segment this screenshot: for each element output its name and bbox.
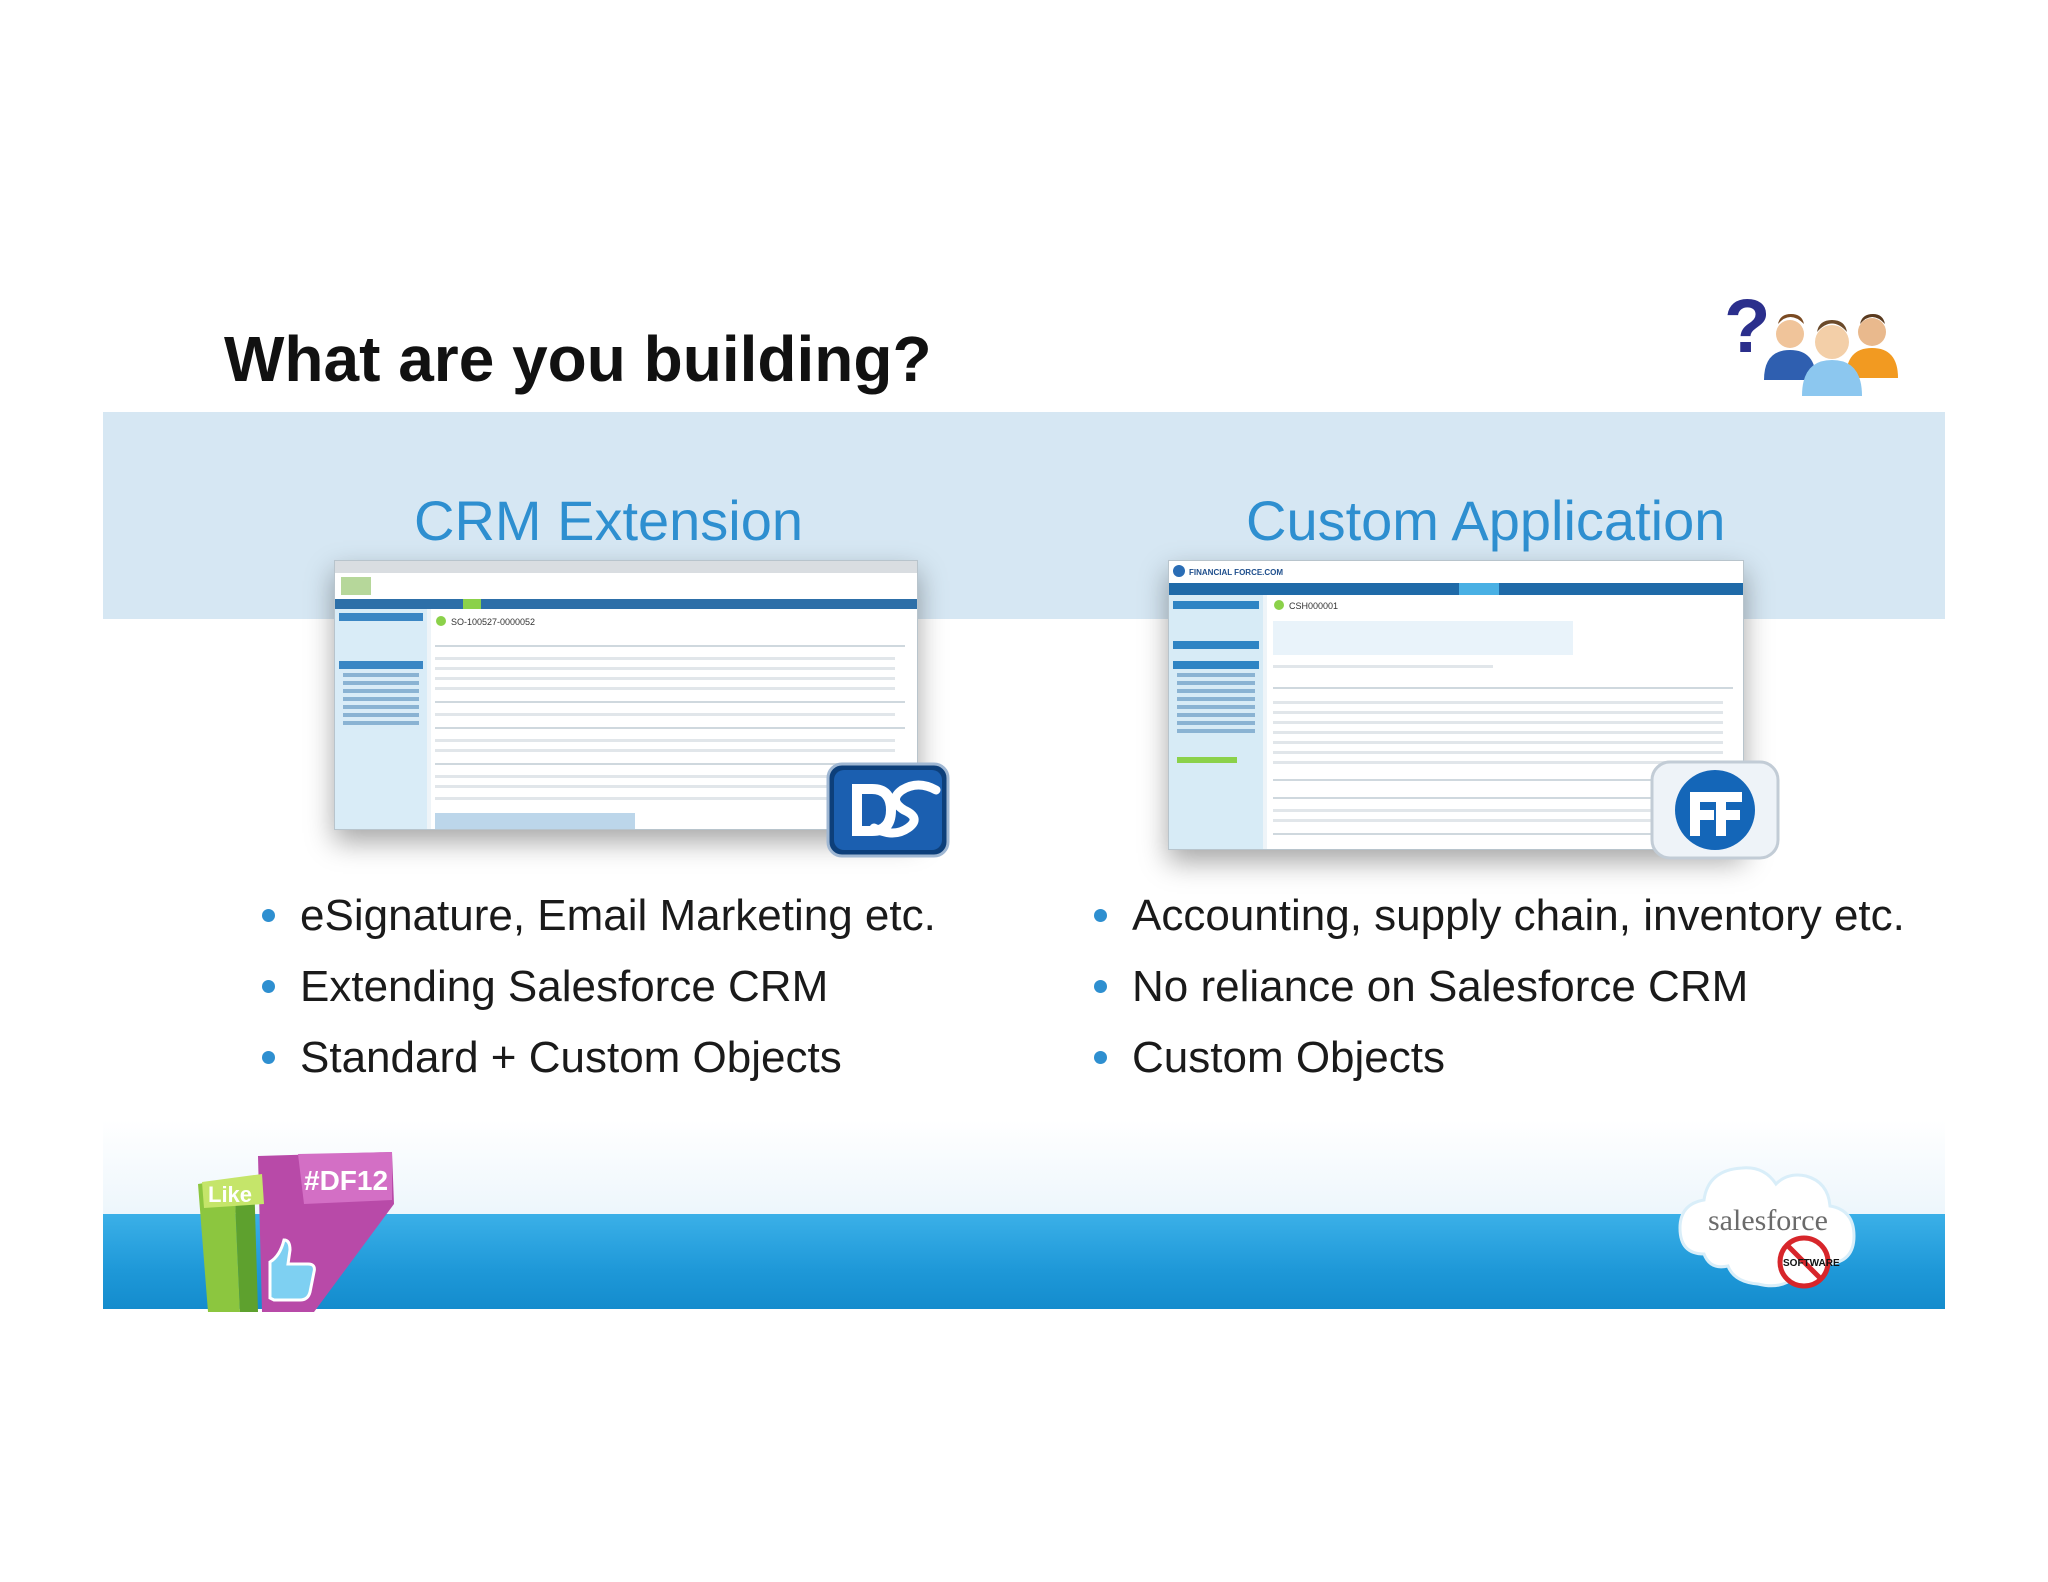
list-item: Standard + Custom Objects bbox=[262, 1022, 936, 1093]
bullet-dot bbox=[1094, 1051, 1107, 1064]
list-item: Custom Objects bbox=[1094, 1022, 1905, 1093]
bullet-dot bbox=[1094, 909, 1107, 922]
crm-extension-heading: CRM Extension bbox=[414, 489, 804, 552]
ff-brand-text: FINANCIAL FORCE.COM bbox=[1189, 568, 1283, 577]
crm-screenshot-mock: SO-100527-0000052 bbox=[335, 561, 917, 829]
financialforce-ff-badge-icon bbox=[1650, 760, 1780, 860]
bottom-band bbox=[103, 1214, 1945, 1309]
crm-extension-bullets: eSignature, Email Marketing etc. Extendi… bbox=[262, 880, 936, 1093]
bullet-text: Custom Objects bbox=[1132, 1033, 1445, 1082]
bullet-dot bbox=[262, 909, 275, 922]
bottom-band-fade bbox=[103, 1120, 1945, 1214]
svg-text:?: ? bbox=[1724, 288, 1770, 369]
crm-extension-screenshot: SO-100527-0000052 bbox=[334, 560, 918, 830]
df12-text: #DF12 bbox=[304, 1165, 388, 1196]
bullet-text: eSignature, Email Marketing etc. bbox=[300, 891, 936, 940]
people-question-icon: ? bbox=[1724, 288, 1898, 396]
list-item: eSignature, Email Marketing etc. bbox=[262, 880, 936, 951]
crm-record-id: SO-100527-0000052 bbox=[451, 617, 535, 627]
salesforce-logo: salesforce SOFTWARE bbox=[1678, 1166, 1856, 1289]
list-item: Extending Salesforce CRM bbox=[262, 951, 936, 1022]
bullet-text: Accounting, supply chain, inventory etc. bbox=[1132, 891, 1905, 940]
software-stamp: SOFTWARE bbox=[1783, 1258, 1840, 1269]
df12-like-logo: Like #DF12 bbox=[198, 1152, 394, 1312]
custom-application-screenshot: FINANCIAL FORCE.COM CSH000001 bbox=[1168, 560, 1744, 850]
custom-application-bullets: Accounting, supply chain, inventory etc.… bbox=[1094, 880, 1905, 1093]
bullet-dot bbox=[262, 1051, 275, 1064]
ff-record-id: CSH000001 bbox=[1289, 601, 1338, 611]
like-text: Like bbox=[208, 1182, 252, 1207]
bullet-text: No reliance on Salesforce CRM bbox=[1132, 962, 1749, 1011]
bullet-text: Standard + Custom Objects bbox=[300, 1033, 842, 1082]
slide-title: What are you building? bbox=[224, 323, 932, 395]
custom-application-heading: Custom Application bbox=[1246, 489, 1726, 552]
list-item: No reliance on Salesforce CRM bbox=[1094, 951, 1905, 1022]
docusign-ds-badge-icon bbox=[826, 762, 950, 858]
bullet-dot bbox=[262, 980, 275, 993]
bullet-dot bbox=[1094, 980, 1107, 993]
ff-screenshot-mock: FINANCIAL FORCE.COM CSH000001 bbox=[1169, 561, 1743, 849]
bullet-text: Extending Salesforce CRM bbox=[300, 962, 829, 1011]
list-item: Accounting, supply chain, inventory etc. bbox=[1094, 880, 1905, 951]
salesforce-wordmark: salesforce bbox=[1708, 1204, 1828, 1237]
